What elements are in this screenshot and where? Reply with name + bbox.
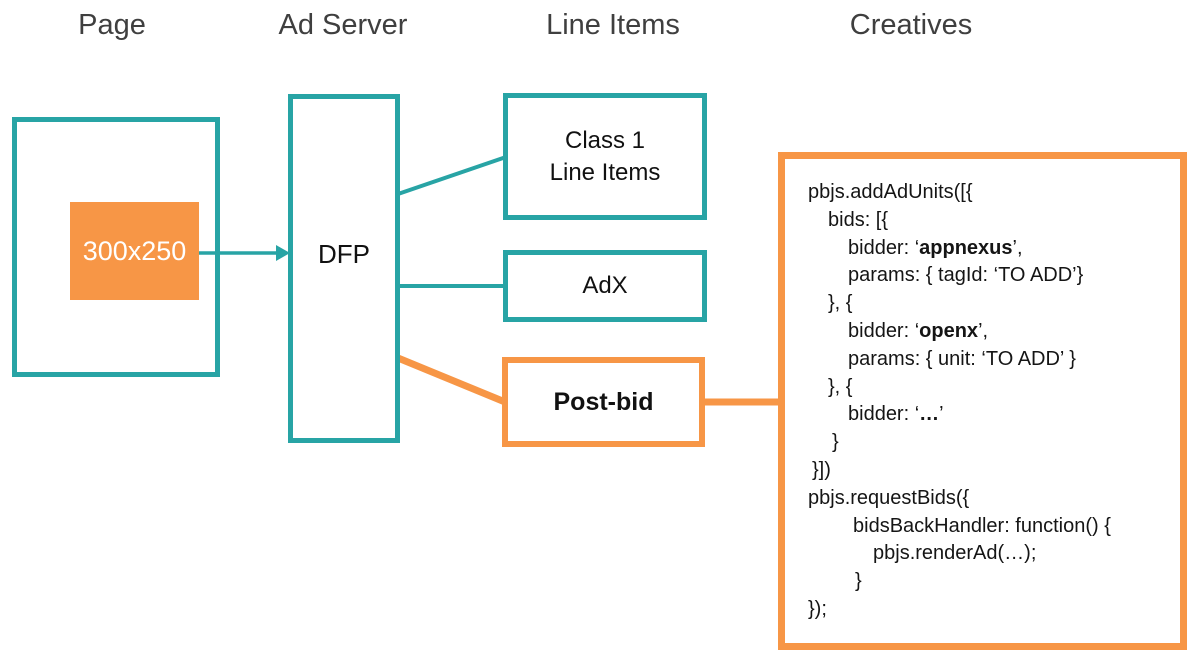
code-segment: pbjs.addAdUnits([{ bbox=[808, 181, 973, 203]
code-line: params: { tagId: ‘TO ADD’} bbox=[808, 262, 1172, 290]
code-segment: }, { bbox=[828, 375, 853, 398]
code-segment: ’, bbox=[978, 319, 989, 342]
column-header-ad-server: Ad Server bbox=[278, 9, 408, 41]
column-header-page: Page bbox=[78, 9, 146, 41]
code-segment-bold: … bbox=[919, 403, 940, 426]
code-line: bidder: ‘…’ bbox=[808, 401, 1172, 429]
column-header-line-items: Line Items bbox=[546, 9, 680, 41]
column-header-creatives: Creatives bbox=[849, 9, 973, 41]
code-segment: bids: [{ bbox=[828, 208, 889, 231]
code-segment: } bbox=[855, 570, 862, 593]
code-line: bids: [{ bbox=[808, 207, 1172, 235]
code-line: }, { bbox=[808, 290, 1172, 318]
class1-line-items-box: Class 1 Line Items bbox=[503, 93, 707, 220]
code-line: bidder: ‘appnexus’, bbox=[808, 235, 1172, 263]
adx-box: AdX bbox=[503, 250, 707, 322]
connector-dfp-class1 bbox=[397, 155, 507, 196]
code-line: bidsBackHandler: function() { bbox=[808, 513, 1172, 541]
code-segment: params: { unit: ‘TO ADD’ } bbox=[848, 347, 1076, 370]
adx-label: AdX bbox=[582, 272, 628, 299]
code-segment: bidsBackHandler: function() { bbox=[853, 514, 1111, 537]
code-segment: }, { bbox=[828, 292, 853, 315]
ad-slot-label: 300x250 bbox=[82, 235, 187, 266]
code-segment-bold: openx bbox=[919, 319, 979, 342]
dfp-box: DFP bbox=[288, 94, 400, 443]
code-segment: bidder: ‘ bbox=[848, 403, 920, 426]
code-segment: bidder: ‘ bbox=[848, 319, 920, 342]
class1-label: Class 1 Line Items bbox=[550, 125, 661, 189]
arrow-adslot-dfp-head bbox=[276, 245, 290, 261]
code-line: }); bbox=[808, 596, 1172, 624]
code-segment: pbjs.renderAd(…); bbox=[873, 542, 1037, 565]
connector-dfp-postbid bbox=[396, 354, 507, 406]
postbid-box: Post-bid bbox=[502, 357, 705, 447]
class1-label-line1: Class 1 bbox=[564, 126, 646, 154]
code-segment: params: { tagId: ‘TO ADD’} bbox=[848, 264, 1084, 287]
page-box bbox=[12, 117, 220, 377]
ad-slot-box: 300x250 bbox=[70, 202, 199, 300]
code-line: pbjs.addAdUnits([{ bbox=[808, 179, 1172, 207]
code-segment: }]) bbox=[812, 458, 831, 481]
creatives-code-box: pbjs.addAdUnits([{bids: [{bidder: ‘appne… bbox=[778, 152, 1187, 650]
code-segment: ’, bbox=[1012, 236, 1023, 259]
code-line: bidder: ‘openx’, bbox=[808, 318, 1172, 346]
code-segment-bold: appnexus bbox=[919, 236, 1013, 259]
code-line: } bbox=[808, 568, 1172, 596]
code-line: params: { unit: ‘TO ADD’ } bbox=[808, 346, 1172, 374]
class1-label-line2: Line Items bbox=[549, 158, 661, 186]
code-segment: }); bbox=[808, 597, 827, 620]
dfp-label: DFP bbox=[318, 239, 370, 269]
code-segment: pbjs.requestBids({ bbox=[808, 486, 970, 509]
postbid-label: Post-bid bbox=[553, 387, 654, 416]
code-line: }, { bbox=[808, 374, 1172, 402]
code-line: } bbox=[808, 429, 1172, 457]
code-line: pbjs.renderAd(…); bbox=[808, 540, 1172, 568]
code-line: }]) bbox=[808, 457, 1172, 485]
code-block: pbjs.addAdUnits([{bids: [{bidder: ‘appne… bbox=[808, 179, 1172, 624]
code-segment: } bbox=[832, 431, 839, 454]
code-line: pbjs.requestBids({ bbox=[808, 485, 1172, 513]
code-segment: bidder: ‘ bbox=[848, 236, 920, 259]
code-segment: ’ bbox=[939, 403, 944, 426]
